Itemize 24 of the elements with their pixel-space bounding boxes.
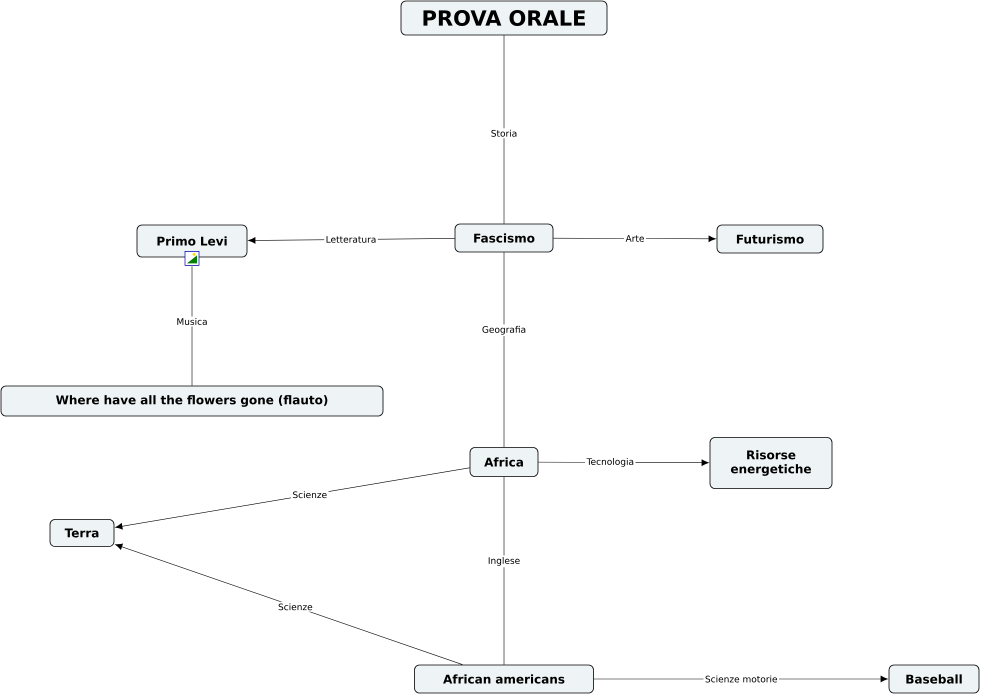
topic-box: Risorse energetiche xyxy=(710,437,832,489)
topic-box: Primo Levi xyxy=(136,224,248,258)
edge-label: Storia xyxy=(489,128,519,138)
edge-label: Arte xyxy=(624,234,646,244)
connector xyxy=(115,544,463,665)
connector xyxy=(553,236,716,242)
edge-label: Letteratura xyxy=(324,234,378,244)
topic-box: PROVA ORALE xyxy=(400,0,608,36)
topic-box: Fascismo xyxy=(454,224,554,252)
topic-box: Africa xyxy=(470,447,538,477)
topic-box: Terra xyxy=(50,519,114,547)
edge-label: Scienze motorie xyxy=(703,674,780,684)
topic-box: Baseball xyxy=(888,664,980,694)
edge-label: Scienze xyxy=(276,602,314,612)
topic-box: African americans xyxy=(414,664,594,694)
edge-label: Geografia xyxy=(480,324,528,336)
edge-label: Scienze xyxy=(290,490,329,500)
edge-label: Inglese xyxy=(486,556,522,568)
image-icon xyxy=(184,251,200,266)
edge-label: Tecnologia xyxy=(585,456,636,468)
edge-label: Musica xyxy=(174,316,210,326)
connector xyxy=(115,467,470,530)
topic-box: Where have all the flowers gone (flauto) xyxy=(0,386,384,416)
topic-box: Futurismo xyxy=(716,224,824,254)
